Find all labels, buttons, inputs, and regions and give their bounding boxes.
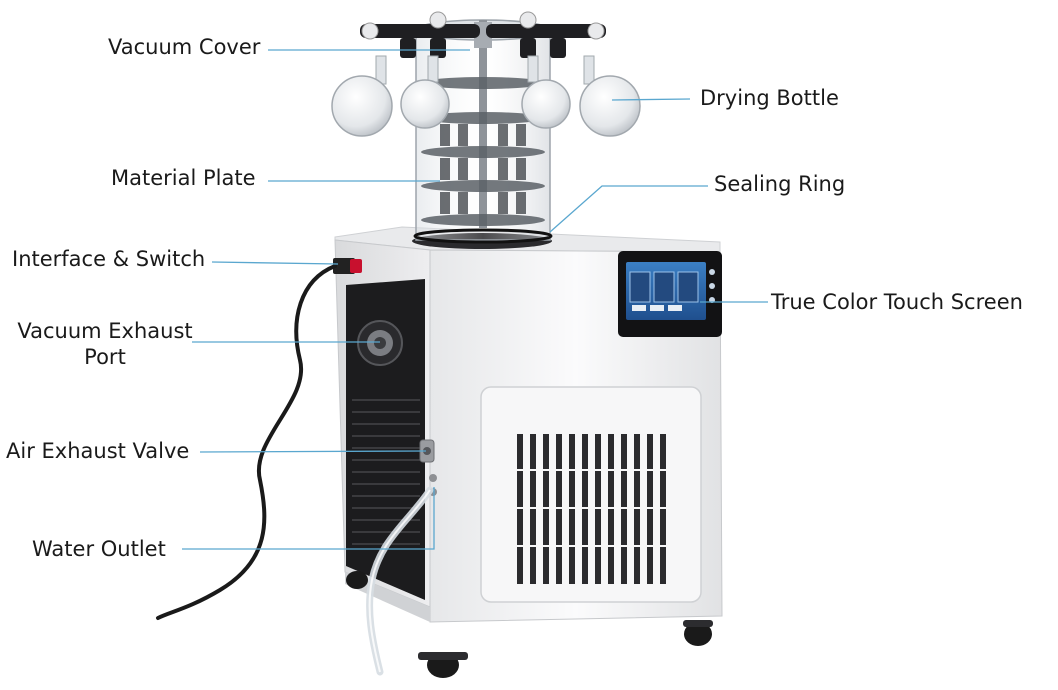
- label-interface-switch: Interface & Switch: [12, 247, 206, 271]
- manifold: [360, 11, 606, 58]
- touch-screen: [618, 251, 722, 337]
- label-vacuum-exhaust-port-line2: Port: [84, 345, 126, 369]
- label-material-plate: Material Plate: [111, 166, 256, 190]
- power-cable: [156, 264, 337, 620]
- casters: [346, 571, 713, 678]
- label-air-exhaust-valve: Air Exhaust Valve: [6, 439, 190, 463]
- air-exhaust-valve: [419, 439, 435, 463]
- vacuum-exhaust-port: [357, 320, 403, 366]
- sealing-ring: [413, 228, 553, 244]
- label-vacuum-exhaust-port-line1: Vacuum Exhaust: [17, 319, 193, 343]
- label-water-outlet: Water Outlet: [32, 537, 166, 561]
- leader-lines: [182, 49, 768, 550]
- interface-switch: [333, 258, 362, 274]
- drying-bottles: [331, 55, 641, 137]
- label-vacuum-cover: Vacuum Cover: [108, 35, 261, 59]
- leader-interface-switch: [211, 261, 339, 265]
- label-true-color-touch-screen: True Color Touch Screen: [771, 290, 1023, 314]
- label-sealing-ring: Sealing Ring: [714, 172, 846, 196]
- front-vent-panel: [480, 386, 702, 603]
- leader-drying-bottle: [611, 98, 691, 101]
- label-drying-bottle: Drying Bottle: [700, 86, 839, 110]
- leader-water-outlet: [182, 487, 435, 550]
- leader-air-exhaust-valve: [199, 450, 427, 453]
- material-plates: [421, 77, 545, 226]
- leader-sealing-ring: [549, 185, 708, 233]
- label-vacuum-exhaust-port: Vacuum Exhaust Port: [12, 318, 198, 370]
